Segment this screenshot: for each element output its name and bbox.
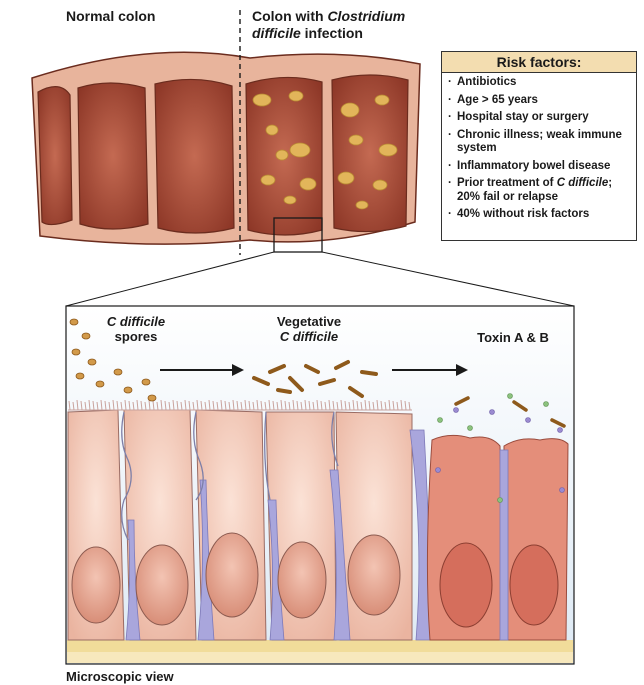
infected-prefix: Colon with: [252, 8, 327, 24]
risk-factors-box: Risk factors: Antibiotics Age > 65 years…: [441, 51, 637, 241]
zoom-line-right: [322, 252, 574, 306]
microscopic-panel: [66, 306, 574, 664]
normal-colon-section: [38, 79, 234, 233]
risk-item: Chronic illness; weak immune system: [448, 129, 632, 156]
risk-factors-title: Risk factors:: [442, 52, 636, 73]
risk-item: Antibiotics: [448, 76, 632, 90]
infected-suffix: infection: [301, 25, 363, 41]
vegetative-label-italic: C difficile: [280, 329, 338, 344]
risk-item: Hospital stay or surgery: [448, 111, 632, 125]
risk-item: 40% without risk factors: [448, 208, 632, 222]
risk-item: Prior treatment of C difficile; 20% fail…: [448, 177, 632, 204]
vegetative-label: Vegetative C difficile: [254, 314, 364, 344]
infected-colon-label: Colon with Clostridium difficile infecti…: [252, 8, 405, 42]
risk-item-italic: C difficile: [557, 177, 609, 189]
zoom-line-left: [66, 252, 274, 306]
toxin-label: Toxin A & B: [468, 330, 558, 345]
infected-italic-1: Clostridium: [327, 8, 405, 24]
microscopic-view-label: Microscopic view: [66, 668, 174, 685]
damaged-cells: [427, 435, 568, 640]
vegetative-label-text: Vegetative: [277, 314, 341, 329]
risk-item: Age > 65 years: [448, 94, 632, 108]
risk-factors-list: Antibiotics Age > 65 years Hospital stay…: [442, 73, 636, 222]
spores-label-italic: C difficile: [107, 314, 165, 329]
normal-colon-label: Normal colon: [66, 8, 155, 25]
spores-label-text: spores: [115, 329, 158, 344]
spores-label: C difficile spores: [86, 314, 186, 344]
risk-item-pre: Prior treatment of: [457, 177, 557, 189]
risk-item: Inflammatory bowel disease: [448, 160, 632, 174]
infected-italic-2: difficile: [252, 25, 301, 41]
